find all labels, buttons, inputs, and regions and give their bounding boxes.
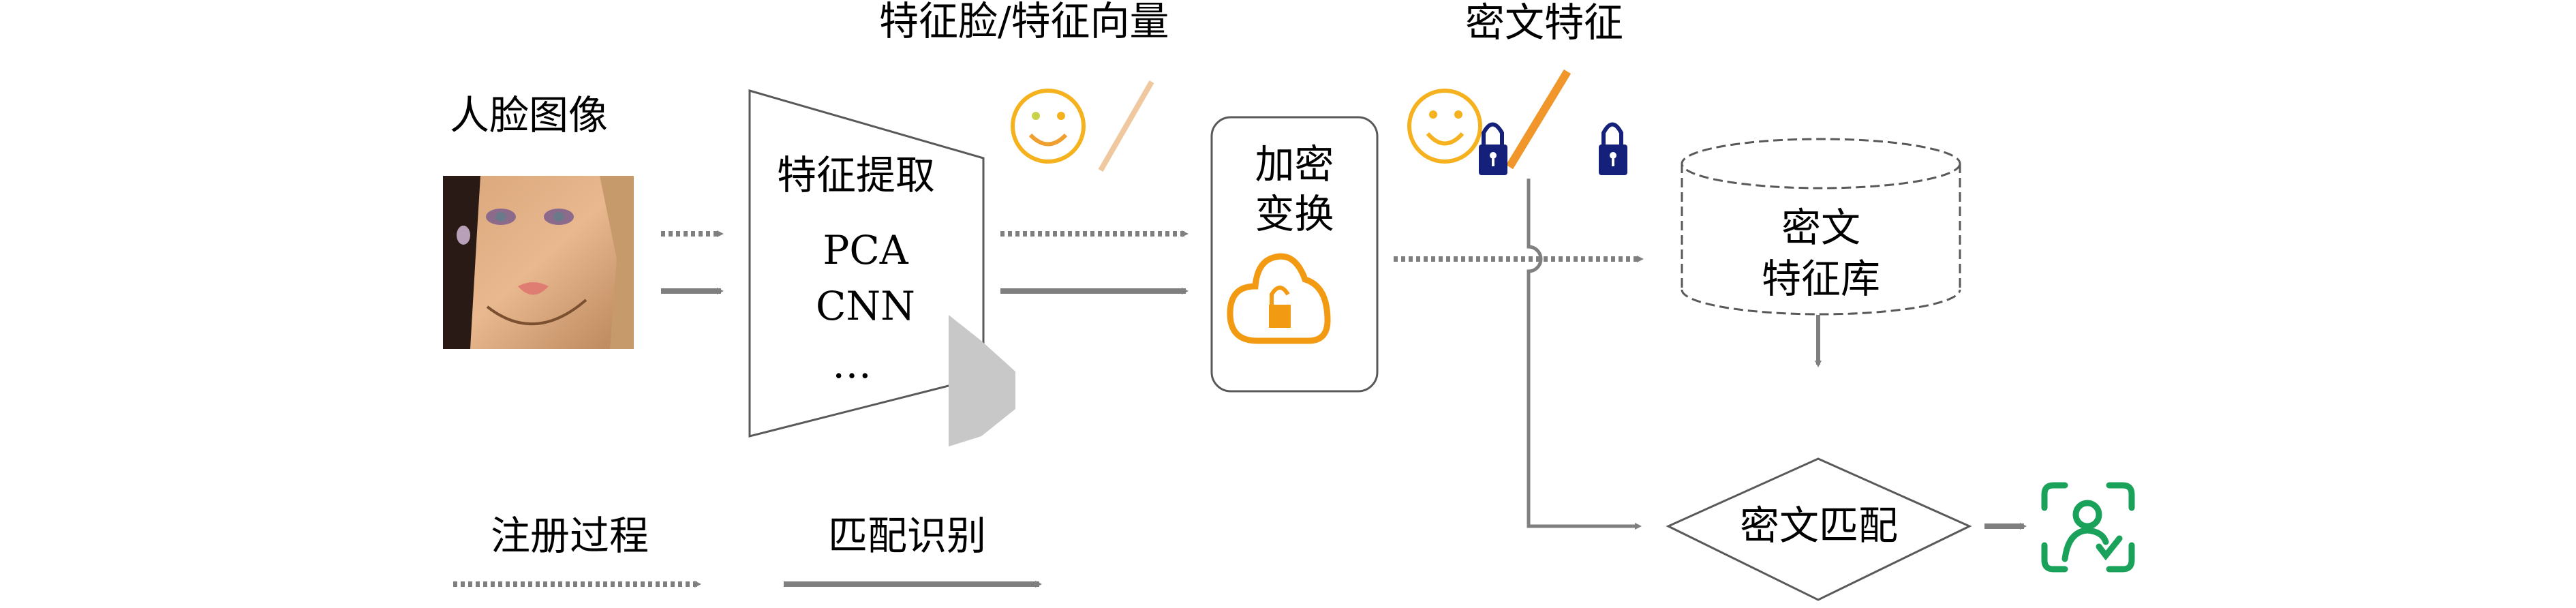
cipher-match-decision [1666,457,1972,601]
cipher-feature-label: 密文特征 [1465,0,1624,46]
face-verified-icon [2041,482,2135,573]
method-pca: PCA [823,227,908,273]
legend-match-label: 匹配识别 [828,513,987,559]
encryption-label-line1: 加密 [1255,141,1334,187]
legend-register-label: 注册过程 [491,513,649,559]
face-image-label: 人脸图像 [450,92,609,138]
encrypted-smiley-icon [1407,89,1482,164]
smiley-icon [1011,89,1086,164]
padlock-icon [1479,122,1507,175]
encrypted-vector-line [1505,69,1571,170]
cipher-match-label: 密文匹配 [1739,502,1898,549]
encryption-label-line2: 变换 [1255,191,1334,237]
feature-extraction-label: 特征提取 [777,152,936,198]
cloud-unlock-icon [1227,253,1331,344]
encryption-box [1210,116,1379,393]
feature-face-vector-label: 特征脸/特征向量 [879,0,1169,44]
method-ellipsis: … [832,341,872,387]
cipher-feature-database [1681,138,1961,316]
method-cnn: CNN [816,283,915,329]
match-flow-line [1527,179,1642,530]
database-label-line2: 特征库 [1761,256,1880,302]
gray-block [949,315,1015,446]
padlock-icon [1599,122,1627,175]
database-label-line1: 密文 [1781,204,1860,251]
face-photo [443,176,634,349]
feature-vector-line [1098,80,1154,172]
